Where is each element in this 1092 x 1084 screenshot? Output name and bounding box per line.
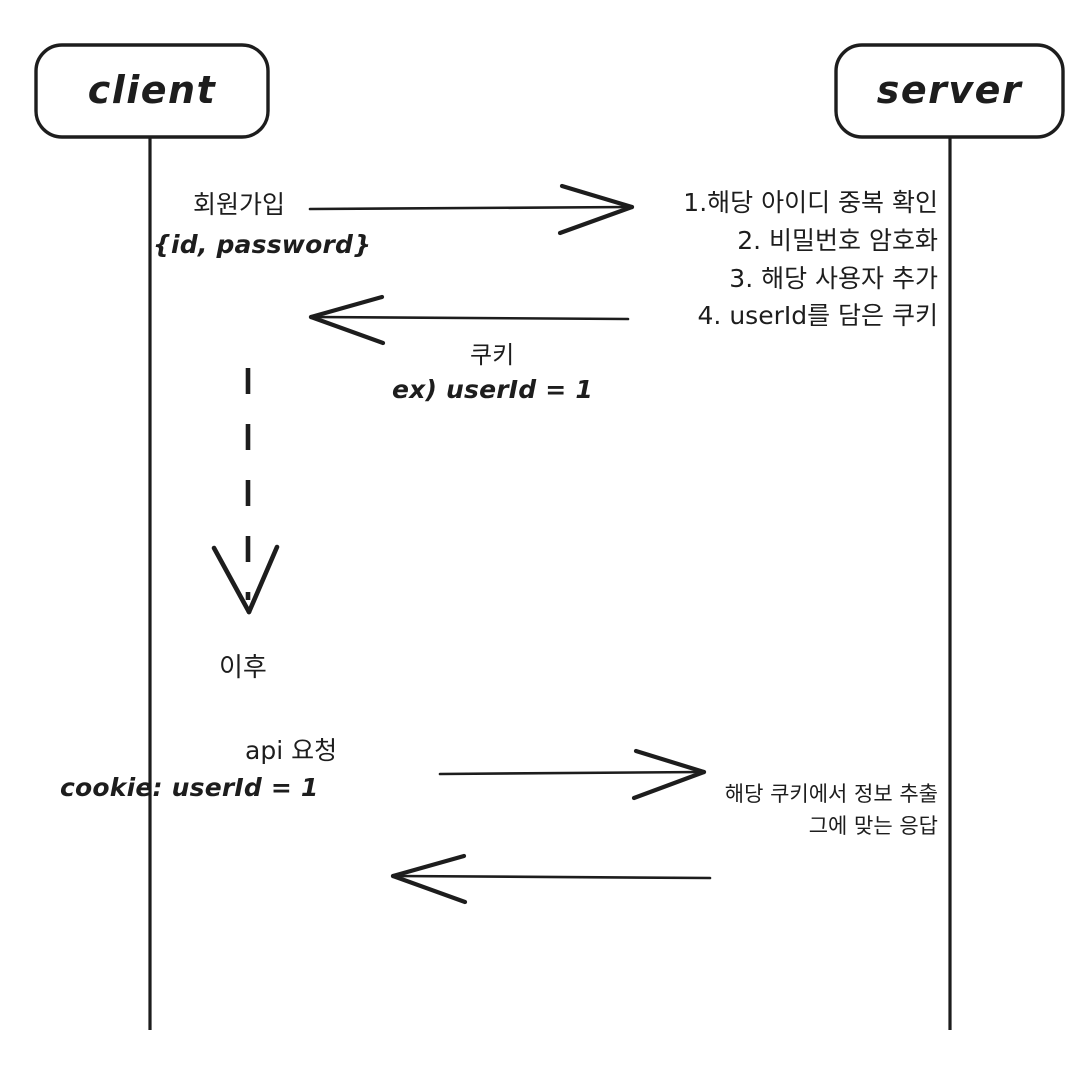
message-arrow-api-request [438,748,707,801]
message-label-api-cookie: cookie: userId = 1 [60,773,319,802]
actor-label-server: server [876,68,1023,112]
message-label-api-request: api 요청 [245,736,338,765]
message-label-cookie: 쿠키 [470,341,515,369]
server-note-1: 1.해당 아이디 중복 확인 [683,188,938,217]
message-label-signup: 회원가입 [193,190,286,219]
elapsed-time-label: 이후 [219,653,267,683]
server-note-3: 3. 해당 사용자 추가 [729,264,938,293]
actor-box-client[interactable] [34,43,270,139]
message-label-cookie-example: ex) userId = 1 [392,375,593,404]
elapsed-time-dashed-arrow [211,368,280,615]
response-note-2: 그에 맞는 응답 [808,814,938,838]
message-arrow-cookie-response [308,294,630,346]
actor-label-client: client [87,68,217,112]
message-arrow-signup-request [308,183,635,236]
server-note-4: 4. userId를 담은 쿠키 [697,301,938,330]
message-arrow-api-response [390,853,712,905]
server-note-2: 2. 비밀번호 암호화 [737,226,938,255]
response-note-1: 해당 쿠키에서 정보 추출 [724,782,938,806]
message-label-signup-payload: {id, password} [153,230,372,259]
